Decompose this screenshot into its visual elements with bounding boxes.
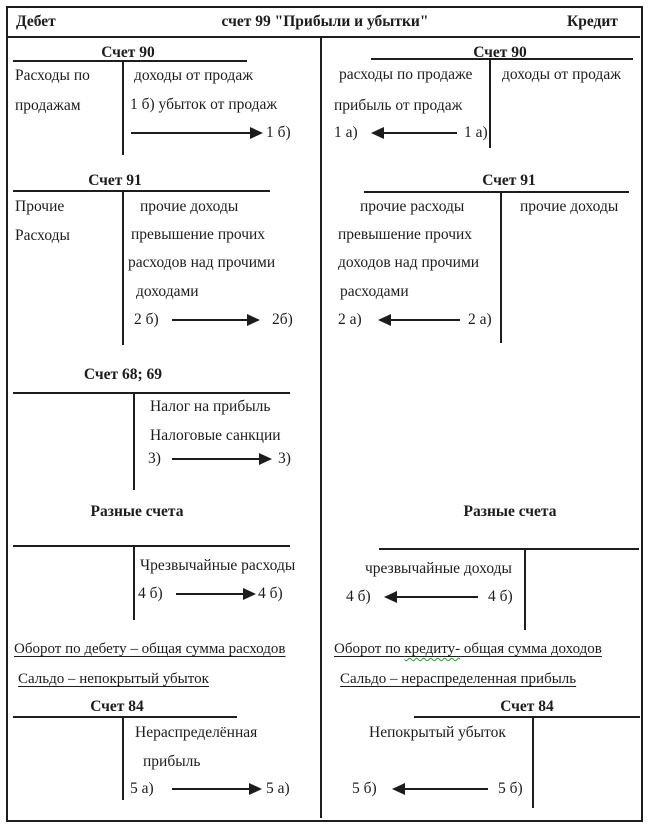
credit-account-91-debit-line: доходов над прочими bbox=[338, 254, 480, 271]
debit-account-91-credit-line: доходами bbox=[136, 283, 199, 300]
debit-account-91-credit-line: превышение прочих bbox=[131, 226, 266, 243]
debit-account-68-69-topline bbox=[13, 392, 290, 394]
debit-account-84-title: Счет 84 bbox=[90, 698, 144, 715]
transfer-arrow-2a-from-label: 2 а) bbox=[468, 311, 492, 328]
central-divider-line bbox=[320, 38, 322, 818]
debit-account-90-stem bbox=[122, 60, 124, 155]
transfer-arrow-4b-credit-from-label: 4 б) bbox=[488, 588, 513, 605]
debit-account-84-credit-line: Нераспределённая bbox=[135, 724, 258, 741]
debit-account-68-69-credit-line: Налог на прибыль bbox=[150, 398, 271, 415]
debit-account-68-69-title: Счет 68; 69 bbox=[83, 366, 163, 383]
transfer-arrow-2b-icon bbox=[172, 314, 260, 326]
credit-account-91-credit-line: прочие доходы bbox=[520, 198, 619, 215]
debit-account-91-title: Счет 91 bbox=[88, 172, 142, 189]
credit-account-90-debit-line: прибыль от продаж bbox=[334, 97, 463, 114]
credit-account-90-credit-line: доходы от продаж bbox=[502, 66, 621, 83]
debit-account-84-stem bbox=[122, 716, 124, 800]
debit-saldo-line: Сальдо – непокрытый убыток bbox=[18, 671, 209, 687]
credit-account-91-debit-line: прочие расходы bbox=[360, 198, 465, 215]
transfer-arrow-1b-icon bbox=[131, 127, 263, 139]
transfer-arrow-4b-icon bbox=[176, 588, 256, 600]
transfer-arrow-5a-icon bbox=[172, 783, 262, 795]
debit-account-90-title: Счет 90 bbox=[101, 44, 155, 61]
debit-misc-accounts-topline bbox=[13, 545, 290, 547]
debit-misc-accounts-credit-line: Чрезвычайные расходы bbox=[140, 557, 296, 574]
transfer-arrow-3-from-label: 3) bbox=[148, 450, 161, 467]
debit-account-68-69-credit-line: Налоговые санкции bbox=[150, 427, 281, 444]
transfer-arrow-2b-to-label: 2б) bbox=[272, 311, 293, 328]
header-divider-line bbox=[7, 36, 640, 38]
credit-account-91-stem bbox=[500, 191, 502, 343]
credit-misc-accounts-title: Разные счета bbox=[463, 503, 557, 520]
debit-account-90-debit-line: Расходы по bbox=[15, 67, 90, 84]
debit-column-label: Дебет bbox=[16, 13, 56, 30]
credit-account-84-debit-line: Непокрытый убыток bbox=[369, 724, 506, 741]
credit-account-91-debit-line: расходами bbox=[340, 283, 409, 300]
debit-account-91-credit-line: прочие доходы bbox=[140, 198, 239, 215]
debit-account-90-credit-line: 1 б) убыток от продаж bbox=[130, 96, 278, 113]
transfer-arrow-5a-from-label: 5 а) bbox=[130, 780, 154, 797]
debit-account-90-credit-line: доходы от продаж bbox=[134, 67, 253, 84]
transfer-arrow-4b-credit-icon bbox=[384, 591, 478, 603]
transfer-arrow-5b-icon bbox=[392, 783, 488, 795]
credit-account-90-stem bbox=[489, 58, 491, 148]
transfer-arrow-2b-from-label: 2 б) bbox=[134, 311, 159, 328]
debit-account-90-topline bbox=[13, 60, 247, 62]
transfer-arrow-1a-from-label: 1 а) bbox=[464, 124, 488, 141]
debit-account-91-credit-line: расходов над прочими bbox=[128, 254, 276, 271]
transfer-arrow-1a-icon bbox=[371, 127, 457, 139]
credit-account-84-topline bbox=[414, 716, 640, 718]
credit-misc-accounts-debit-line: чрезвычайные доходы bbox=[365, 560, 512, 577]
debit-turnover-total-line: Оборот по дебету – общая сумма расходов bbox=[14, 641, 286, 657]
credit-account-90-topline bbox=[371, 58, 633, 60]
credit-misc-accounts-topline bbox=[379, 548, 639, 550]
credit-turnover-prefix: Оборот по bbox=[334, 641, 405, 657]
credit-account-90-title: Счет 90 bbox=[473, 44, 527, 61]
credit-account-91-topline bbox=[364, 191, 629, 193]
debit-account-91-debit-line: Расходы bbox=[15, 227, 70, 244]
transfer-arrow-2a-icon bbox=[378, 314, 460, 326]
page-title: счет 99 "Прибыли и убытки" bbox=[221, 13, 429, 30]
transfer-arrow-4b-credit-to-label: 4 б) bbox=[346, 588, 371, 605]
credit-account-84-stem bbox=[532, 716, 534, 808]
credit-account-91-title: Счет 91 bbox=[482, 172, 536, 189]
credit-turnover-spellchecked-word: кредиту- bbox=[404, 641, 461, 657]
transfer-arrow-5b-from-label: 5 б) bbox=[498, 780, 523, 797]
debit-account-84-credit-line: прибыль bbox=[143, 753, 201, 770]
transfer-arrow-1a-to-label: 1 а) bbox=[334, 124, 358, 141]
transfer-arrow-3-icon bbox=[172, 453, 272, 465]
outer-border bbox=[6, 6, 643, 822]
debit-account-91-topline bbox=[13, 190, 270, 192]
transfer-arrow-2a-to-label: 2 а) bbox=[338, 311, 362, 328]
transfer-arrow-4b-from-label: 4 б) bbox=[138, 585, 163, 602]
credit-turnover-suffix: общая сумма доходов bbox=[460, 641, 602, 657]
debit-account-84-topline bbox=[13, 716, 237, 718]
credit-saldo-line: Сальдо – нераспределенная прибыль bbox=[340, 671, 577, 687]
transfer-arrow-3-to-label: 3) bbox=[278, 450, 291, 467]
credit-turnover-total-line: Оборот по кредиту- общая сумма доходов bbox=[334, 639, 602, 659]
credit-account-84-title: Счет 84 bbox=[500, 698, 554, 715]
transfer-arrow-5a-to-label: 5 а) bbox=[266, 780, 290, 797]
debit-misc-accounts-stem bbox=[133, 545, 135, 620]
credit-column-label: Кредит bbox=[567, 13, 618, 30]
credit-account-91-debit-line: превышение прочих bbox=[338, 226, 473, 243]
credit-account-90-debit-line: расходы по продаже bbox=[339, 66, 473, 83]
transfer-arrow-5b-to-label: 5 б) bbox=[352, 780, 377, 797]
debit-account-90-debit-line: продажам bbox=[15, 97, 81, 114]
debit-account-68-69-stem bbox=[133, 392, 135, 490]
transfer-arrow-4b-to-label: 4 б) bbox=[258, 585, 283, 602]
transfer-arrow-1b-to-label: 1 б) bbox=[266, 124, 291, 141]
debit-misc-accounts-title: Разные счета bbox=[90, 503, 184, 520]
debit-account-91-stem bbox=[122, 190, 124, 345]
debit-account-91-debit-line: Прочие bbox=[15, 198, 65, 215]
credit-misc-accounts-stem bbox=[524, 548, 526, 630]
